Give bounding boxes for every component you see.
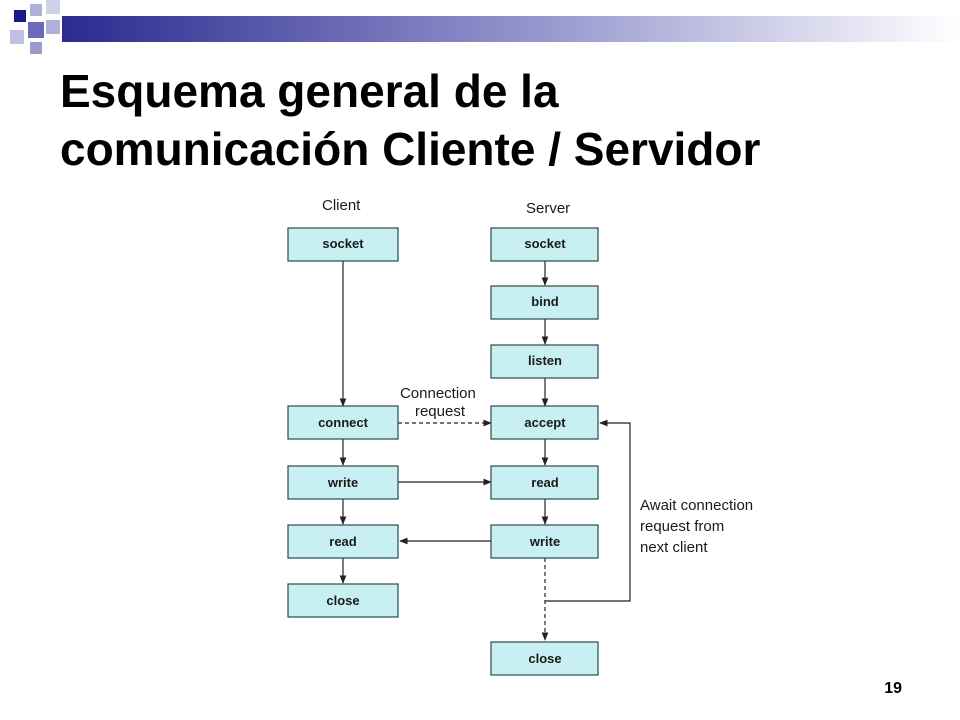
title-line-2: comunicación Cliente / Servidor	[60, 123, 761, 175]
deco-square-6	[10, 30, 24, 44]
svg-text:read: read	[329, 534, 357, 549]
server-node-close: close	[490, 641, 599, 676]
deco-square-3	[46, 0, 60, 14]
client-node-read: read	[287, 524, 399, 559]
deco-square-7	[30, 42, 42, 54]
deco-square-5	[46, 20, 60, 34]
slide-decoration	[10, 0, 960, 54]
svg-text:write: write	[327, 475, 358, 490]
deco-square-2	[30, 4, 42, 16]
client-header: Client	[322, 197, 361, 214]
svg-text:socket: socket	[322, 236, 364, 251]
server-node-listen: listen	[490, 344, 599, 379]
deco-bar	[62, 16, 960, 42]
svg-text:accept: accept	[524, 415, 566, 430]
client-node-connect: connect	[287, 405, 399, 440]
svg-text:read: read	[531, 475, 559, 490]
svg-text:write: write	[529, 534, 560, 549]
server-node-write: write	[490, 524, 599, 559]
edge-await-loop	[545, 419, 631, 602]
connection-request-label: Connection request	[400, 385, 480, 420]
server-node-socket: socket	[490, 227, 599, 262]
client-node-close: close	[287, 583, 399, 618]
server-header: Server	[526, 200, 570, 217]
page-title: Esquema general de la comunicación Clien…	[60, 62, 940, 178]
client-node-socket: socket	[287, 227, 399, 262]
server-node-bind: bind	[490, 285, 599, 320]
await-connection-label: Await connection request from next clien…	[640, 497, 757, 556]
client-node-write: write	[287, 465, 399, 500]
server-node-read: read	[490, 465, 599, 500]
title-line-1: Esquema general de la	[60, 65, 559, 117]
deco-square-4	[28, 22, 44, 38]
svg-text:close: close	[528, 651, 561, 666]
svg-text:socket: socket	[524, 236, 566, 251]
svg-text:listen: listen	[528, 353, 562, 368]
svg-text:bind: bind	[531, 294, 558, 309]
server-node-accept: accept	[490, 405, 599, 440]
svg-text:close: close	[326, 593, 359, 608]
page-number: 19	[884, 680, 902, 697]
svg-text:connect: connect	[318, 415, 369, 430]
deco-square-1	[14, 10, 26, 22]
